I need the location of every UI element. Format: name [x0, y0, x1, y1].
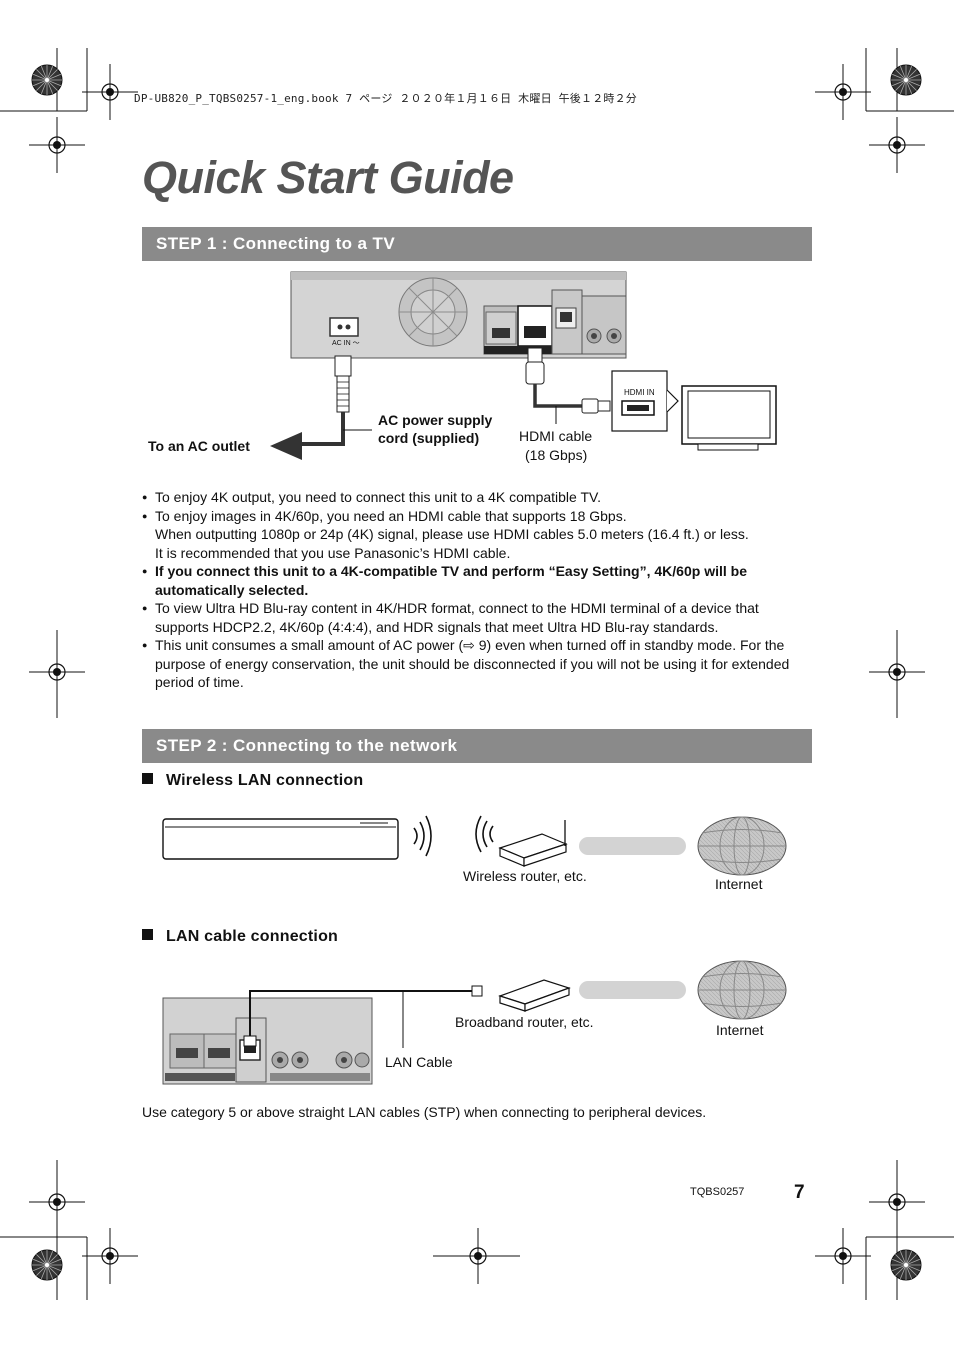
tv-hdmi-in-callout	[611, 370, 679, 432]
wireless-router	[498, 820, 568, 867]
ac-power-cord	[270, 355, 352, 460]
ac-in-label: AC IN ～	[332, 340, 360, 347]
to-ac-outlet-label: To an AC outlet	[148, 438, 250, 454]
globe-icon-1	[697, 816, 787, 876]
lan-cable-note: Use category 5 or above straight LAN cab…	[142, 1104, 707, 1120]
step2-heading: STEP 2 : Connecting to the network	[142, 729, 812, 763]
step1-notes: To enjoy 4K output, you need to connect …	[142, 488, 812, 692]
page-number: 7	[794, 1182, 805, 1203]
hdmi-cable-label-1: HDMI cable	[519, 428, 593, 444]
document-code: TQBS0257	[690, 1186, 745, 1198]
internet-label-2: Internet	[716, 1022, 764, 1038]
wifi-waves-right	[475, 815, 494, 853]
player-rear-panel	[290, 271, 627, 359]
broadband-router	[498, 979, 571, 1012]
list-item: To enjoy 4K output, you need to connect …	[142, 488, 812, 507]
globe-icon-2	[697, 960, 787, 1020]
wireless-router-label: Wireless router, etc.	[463, 868, 587, 884]
connection-bar-2	[579, 981, 686, 999]
step1-heading: STEP 1 : Connecting to a TV	[142, 227, 812, 261]
print-header: DP-UB820_P_TQBS0257-1_eng.book 7 ページ ２０２…	[134, 92, 637, 105]
list-item: This unit consumes a small amount of AC …	[142, 636, 812, 692]
hdmi-cable-label-2: (18 Gbps)	[525, 447, 588, 463]
square-bullet-icon	[142, 929, 153, 940]
player-rear-lan	[162, 997, 373, 1085]
page-title: Quick Start Guide	[142, 152, 514, 203]
hdmi-in-label: HDMI IN	[624, 388, 655, 397]
lan-heading: LAN cable connection	[142, 928, 338, 946]
list-item: To view Ultra HD Blu-ray content in 4K/H…	[142, 599, 812, 636]
ac-cord-label-2: cord (supplied)	[378, 430, 480, 446]
broadband-router-label: Broadband router, etc.	[455, 1014, 594, 1030]
connection-bar-1	[579, 837, 686, 855]
tv-icon	[681, 385, 777, 451]
wifi-waves-left	[413, 815, 432, 857]
lan-cable-label: LAN Cable	[385, 1054, 453, 1070]
player-front	[162, 818, 399, 860]
hdmi-cable	[525, 347, 611, 424]
lan-cable	[243, 985, 483, 1048]
ac-cord-label-1: AC power supply	[378, 412, 493, 428]
internet-label-1: Internet	[715, 876, 763, 892]
wireless-heading: Wireless LAN connection	[142, 772, 363, 790]
square-bullet-icon	[142, 773, 153, 784]
list-item: To enjoy images in 4K/60p, you need an H…	[142, 507, 812, 563]
list-item: If you connect this unit to a 4K-compati…	[142, 562, 812, 599]
